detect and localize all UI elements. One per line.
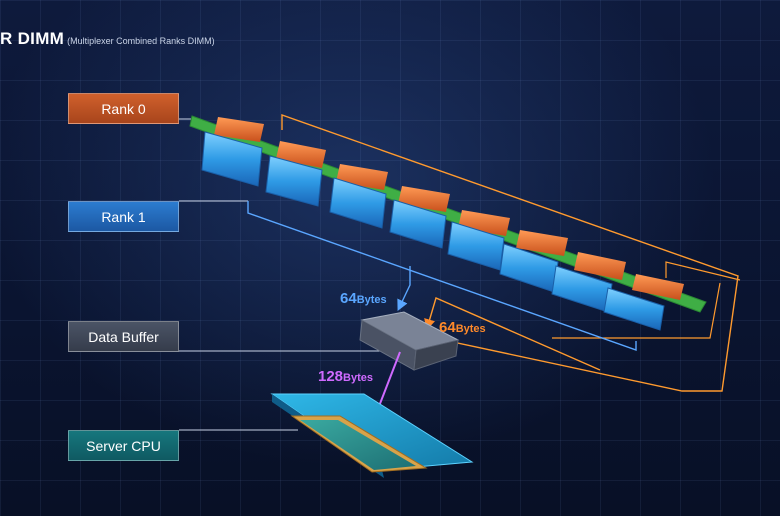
rank0-data-path (281, 114, 739, 392)
rank0-label-text: Rank 0 (101, 100, 146, 117)
rank0-chip (214, 117, 264, 142)
rank1-data-path (247, 201, 637, 351)
bandwidth-value: 128 (318, 368, 344, 385)
rank0-to-buffer-arrow (424, 297, 601, 371)
rank0-chip (632, 274, 684, 300)
rank0-return-path (552, 282, 721, 339)
rank1-chip (603, 287, 665, 331)
bandwidth-unit: Bytes (343, 372, 373, 384)
title-main: R DIMM (0, 29, 65, 48)
rank0-chip (516, 230, 568, 256)
rank1-chip (389, 199, 447, 249)
rank1-label-text: Rank 1 (101, 208, 146, 225)
rank0-data-path-branch (665, 261, 741, 281)
server-cpu-label-text: Server CPU (86, 437, 161, 454)
bandwidth-value: 64 (340, 290, 357, 307)
rank1-chips (201, 131, 665, 331)
server-cpu-label: Server CPU (68, 430, 179, 461)
cpu-core (300, 420, 416, 470)
rank1-chip (447, 221, 505, 271)
data-buffer-label-text: Data Buffer (88, 328, 159, 345)
rank1-chip (329, 177, 387, 229)
data-buffer-label: Data Buffer (68, 321, 179, 352)
bandwidth-unit: Bytes (455, 323, 486, 335)
server-cpu-chip (270, 393, 474, 478)
bandwidth-value: 64 (439, 319, 456, 336)
rank0-bandwidth-label: 64Bytes (439, 319, 486, 336)
rank1-chip (265, 155, 323, 207)
rank1-bandwidth-label: 64Bytes (340, 290, 387, 307)
page-title: R DIMM(Multiplexer Combined Ranks DIMM) (0, 29, 215, 49)
data-buffer-chip (359, 311, 460, 371)
rank1-to-buffer-arrow (397, 266, 411, 312)
title-subtitle: (Multiplexer Combined Ranks DIMM) (67, 36, 215, 46)
rank0-label: Rank 0 (68, 93, 179, 124)
rank1-chip (201, 131, 263, 187)
bandwidth-unit: Bytes (356, 294, 387, 306)
buffer-front-face (413, 339, 459, 371)
cpu-bandwidth-label: 128Bytes (318, 368, 373, 385)
dimm-pcb (189, 115, 707, 313)
rank0-chip (574, 252, 626, 280)
rank1-label: Rank 1 (68, 201, 179, 232)
